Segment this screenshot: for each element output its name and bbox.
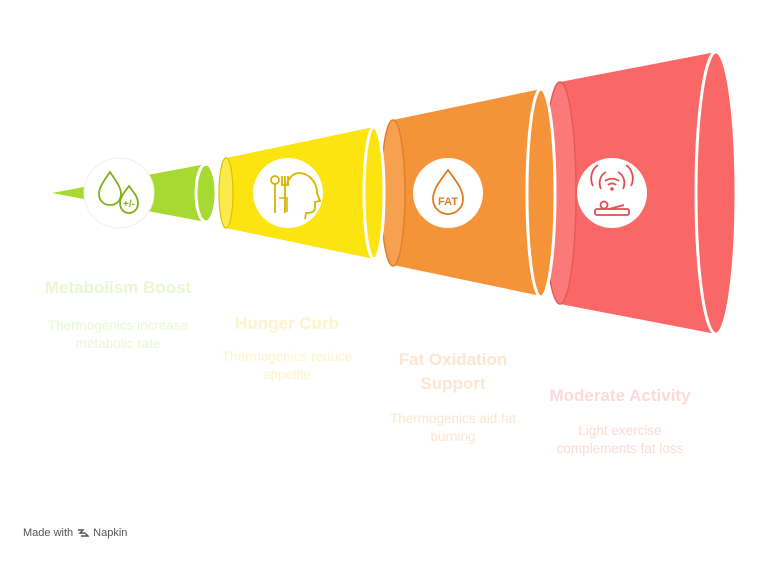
stage-description: Thermogenics increase metabolic rate	[47, 318, 189, 351]
stage-title: Hunger Curb	[235, 314, 339, 333]
made-with-text: Made with	[23, 527, 74, 539]
head-utensils-icon	[253, 158, 323, 228]
metabolism-drops-icon: +/-	[83, 157, 155, 229]
segment-front-face	[218, 157, 234, 229]
fat-drop-icon: FAT	[413, 158, 483, 228]
label-moderate-activity: Moderate Activity Light exercise complem…	[545, 384, 695, 458]
segment-end-cap	[194, 162, 218, 224]
stage-description: Thermogenics aid fat burning	[389, 411, 517, 444]
label-fat-oxidation-support: Fat Oxidation Support Thermogenics aid f…	[378, 348, 528, 446]
stage-description: Thermogenics reduce appetite	[221, 349, 353, 382]
napkin-logo-icon	[78, 529, 90, 537]
fat-icon-text: FAT	[438, 196, 458, 208]
label-metabolism-boost: Metabolism Boost Thermogenics increase m…	[43, 276, 193, 353]
stage-title: Moderate Activity	[549, 386, 691, 405]
stage-title: Metabolism Boost	[44, 278, 192, 297]
made-with-napkin-footer: Made with Napkin	[23, 527, 127, 539]
napkin-brand-text: Napkin	[93, 527, 128, 539]
svg-text:+/-: +/-	[123, 199, 135, 210]
segment-end-cap	[525, 87, 557, 299]
stage-title: Fat Oxidation Support	[398, 350, 508, 393]
segment-end-cap	[362, 125, 386, 261]
label-hunger-curb: Hunger Curb Thermogenics reduce appetite	[212, 312, 362, 384]
segment-end-cap	[694, 50, 738, 336]
exercise-icon	[577, 158, 647, 228]
stage-description: Light exercise complements fat loss	[556, 423, 684, 456]
